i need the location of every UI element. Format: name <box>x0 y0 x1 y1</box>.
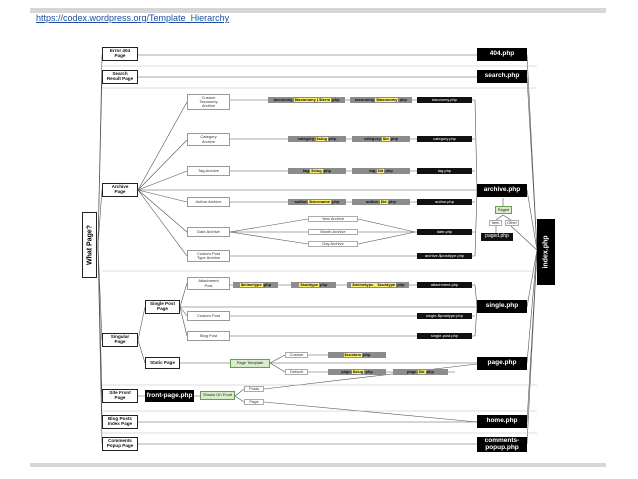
comments-popup-php-box: comments- popup.php <box>477 437 527 452</box>
day-archive-box: Day Archive <box>308 241 358 247</box>
static-page-box: Static Page <box>145 357 180 369</box>
custom-taxonomy-archive-box: Custom Taxonomy Archive <box>187 94 230 110</box>
page-id-template: page-$id.php <box>393 369 448 375</box>
index-php-box: index.php <box>537 219 555 285</box>
taxonomy-php-box: taxonomy.php <box>417 97 472 103</box>
page-option-box: Page <box>244 399 264 405</box>
what-page-label: What Page? <box>86 224 93 266</box>
home-php-box: home.php <box>477 415 527 428</box>
error-404-page-box: Error 404 Page <box>102 47 138 61</box>
paged-item-box: Item <box>489 220 502 226</box>
search-result-page-box: Search Result Page <box>102 70 138 84</box>
date-php-box: date.php <box>417 229 472 235</box>
single-post-page-box: Single Post Page <box>145 300 180 314</box>
archive-php-box: archive.php <box>477 184 527 197</box>
category-slug-template: category-$slug.php <box>288 136 346 142</box>
archive-page-box: Archive Page <box>102 183 138 197</box>
author-archive-box: Author Archive <box>187 197 230 207</box>
what-page-box: What Page? <box>82 212 97 278</box>
taxonomy-term-template: taxonomy-$taxonomy-$term.php <box>268 97 345 103</box>
author-nicename-template: author-$nicename.php <box>288 199 346 205</box>
author-php-box: author.php <box>417 199 472 205</box>
tag-id-template: tag-$id.php <box>352 168 410 174</box>
comments-popup-page-box: Comments Popup Page <box>102 437 138 451</box>
archive-posttype-php-box: archive-$posttype.php <box>417 253 472 259</box>
singular-page-box: Singular Page <box>102 333 138 347</box>
template-hierarchy-link[interactable]: https://codex.wordpress.org/Template_Hie… <box>36 13 230 23</box>
attachment-php-box: attachment.php <box>417 282 472 288</box>
posts-option-box: Posts <box>244 386 264 392</box>
mimetype-template: $mimetype.php <box>233 282 278 288</box>
single-php-box: single.php <box>477 300 527 313</box>
tag-slug-template: tag-$slug.php <box>288 168 346 174</box>
category-id-template: category-$id.php <box>352 136 410 142</box>
front-page-php-box: front-page.php <box>145 390 194 402</box>
search-php-box: search.php <box>477 70 527 83</box>
blog-post-box: Blog Post <box>187 331 230 341</box>
attachment-post-box: Attachment Post <box>187 277 230 290</box>
custom-post-box: Custom Post <box>187 311 230 321</box>
custom-post-type-archive-box: Custom Post Type Archive <box>187 250 230 262</box>
category-archive-box: Category Archive <box>187 133 230 146</box>
tag-archive-box: Tag Archive <box>187 166 230 176</box>
custom-option-box: Custom <box>285 352 308 358</box>
single-post-php-box: single-post.php <box>417 333 472 339</box>
paged-box: Paged <box>495 206 512 214</box>
top-divider <box>30 8 606 13</box>
paged-other-box: Other <box>505 220 519 226</box>
paged-php-box: paged.php <box>481 233 513 241</box>
mimetype-subtype-template: $mimetype_$subtype.php <box>347 282 409 288</box>
shown-on-front-box: Shown On Front <box>200 391 235 400</box>
category-php-box: category.php <box>417 136 472 142</box>
default-option-box: Default <box>285 369 308 375</box>
blog-posts-index-page-box: Blog Posts Index Page <box>102 415 138 429</box>
year-archive-box: Year Archive <box>308 216 358 222</box>
single-posttype-php-box: single-$posttype.php <box>417 313 472 319</box>
date-archive-box: Date Archive <box>187 227 230 237</box>
month-archive-box: Month Archive <box>308 229 358 235</box>
404-php-box: 404.php <box>477 48 527 61</box>
index-php-label: index.php <box>542 235 550 269</box>
page-php-box: page.php <box>477 357 527 370</box>
site-front-page-box: Site Front Page <box>102 389 138 403</box>
subtype-template: $subtype.php <box>291 282 336 288</box>
tag-php-box: tag.php <box>417 168 472 174</box>
taxonomy-template: taxonomy-$taxonomy.php <box>350 97 412 103</box>
page-slug-template: page-$slug.php <box>328 369 386 375</box>
custom-template-box: $custom.php <box>328 352 386 358</box>
bottom-divider <box>30 463 606 467</box>
author-id-template: author-$id.php <box>352 199 410 205</box>
page-template-box: Page Template <box>230 359 270 368</box>
